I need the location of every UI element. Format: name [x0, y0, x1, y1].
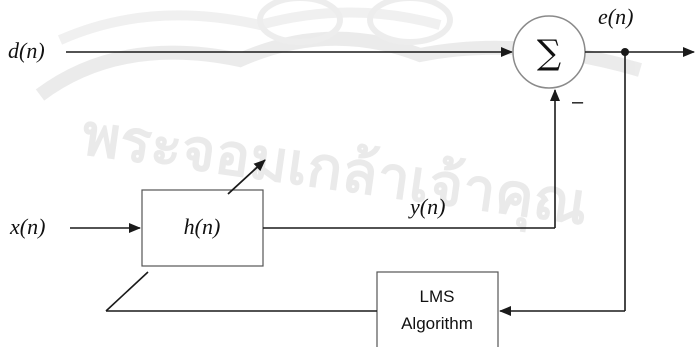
minus-sign: –: [572, 91, 584, 113]
lms-block: [376, 271, 499, 347]
lms-label-line1: LMS: [420, 287, 455, 306]
e-signal-label: e(n): [598, 4, 633, 29]
lms-label-line2: Algorithm: [401, 314, 473, 333]
adaptation-arrow: [227, 159, 266, 195]
lms-to-filter-diagonal: [105, 271, 149, 312]
y-signal-label: y(n): [408, 194, 445, 219]
x-signal-label: x(n): [9, 214, 45, 239]
filter-label: h(n): [184, 214, 221, 239]
d-signal-label: d(n): [8, 38, 45, 63]
summation-symbol: ∑: [537, 33, 561, 73]
